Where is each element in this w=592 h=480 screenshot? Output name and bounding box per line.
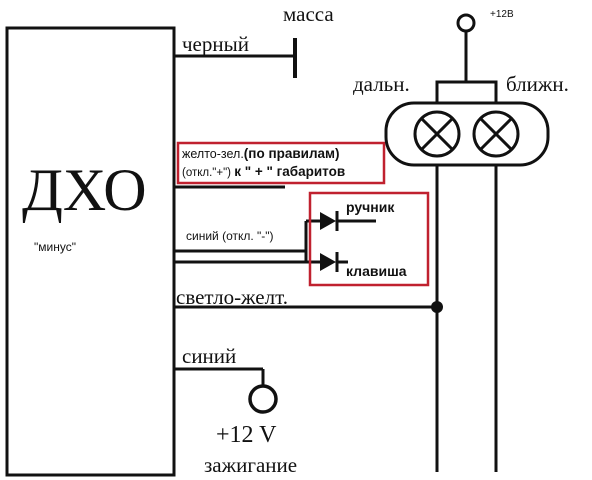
switch-frame xyxy=(435,80,498,102)
yellow-green-line2-bold: к " + " габаритов xyxy=(234,164,346,179)
drl-block-title: ДХО xyxy=(22,157,147,223)
drl-block-note: "минус" xyxy=(34,240,76,254)
diode-top-label: ручник xyxy=(346,199,395,215)
high-beam-label: дальн. xyxy=(353,72,410,96)
lamp-housing xyxy=(384,101,550,167)
blue-off-wire-label: синий (откл. "-") xyxy=(186,229,274,243)
ignition-label: зажигание xyxy=(204,453,298,477)
yellow-green-line1-prefix: желто-зел. xyxy=(182,147,244,161)
black-wire-label: черный xyxy=(182,32,249,56)
ignition-terminal xyxy=(248,384,278,414)
supply-terminal xyxy=(456,13,476,33)
high-beam-lamp xyxy=(413,110,461,158)
yellow-green-line1-bold: (по правилам) xyxy=(243,146,340,161)
yellow-green-line2-prefix: (откл."+") xyxy=(182,167,232,179)
yellow-green-line1: желто-зел.(по правилам) xyxy=(182,147,340,161)
yellow-green-note-box xyxy=(176,141,386,185)
low-beam-label: ближн. xyxy=(506,72,569,96)
supply-label: +12В xyxy=(490,9,514,20)
ignition-voltage-label: +12 V xyxy=(216,422,277,448)
light-yellow-wire-label: светло-желт. xyxy=(176,285,288,309)
blue-wire-label: синий xyxy=(182,344,237,368)
drl-block xyxy=(5,26,176,477)
diode-box xyxy=(308,191,430,287)
low-beam-cross-b xyxy=(478,116,514,152)
diode-top-icon xyxy=(320,212,336,230)
ground-label: масса xyxy=(283,2,334,26)
diode-bottom-label: клавиша xyxy=(346,263,407,279)
yellow-green-line2: (откл."+") к " + " габаритов xyxy=(182,165,345,180)
high-beam-cross-b xyxy=(419,116,455,152)
low-beam-lamp xyxy=(472,110,520,158)
diode-bottom-icon xyxy=(320,253,336,271)
